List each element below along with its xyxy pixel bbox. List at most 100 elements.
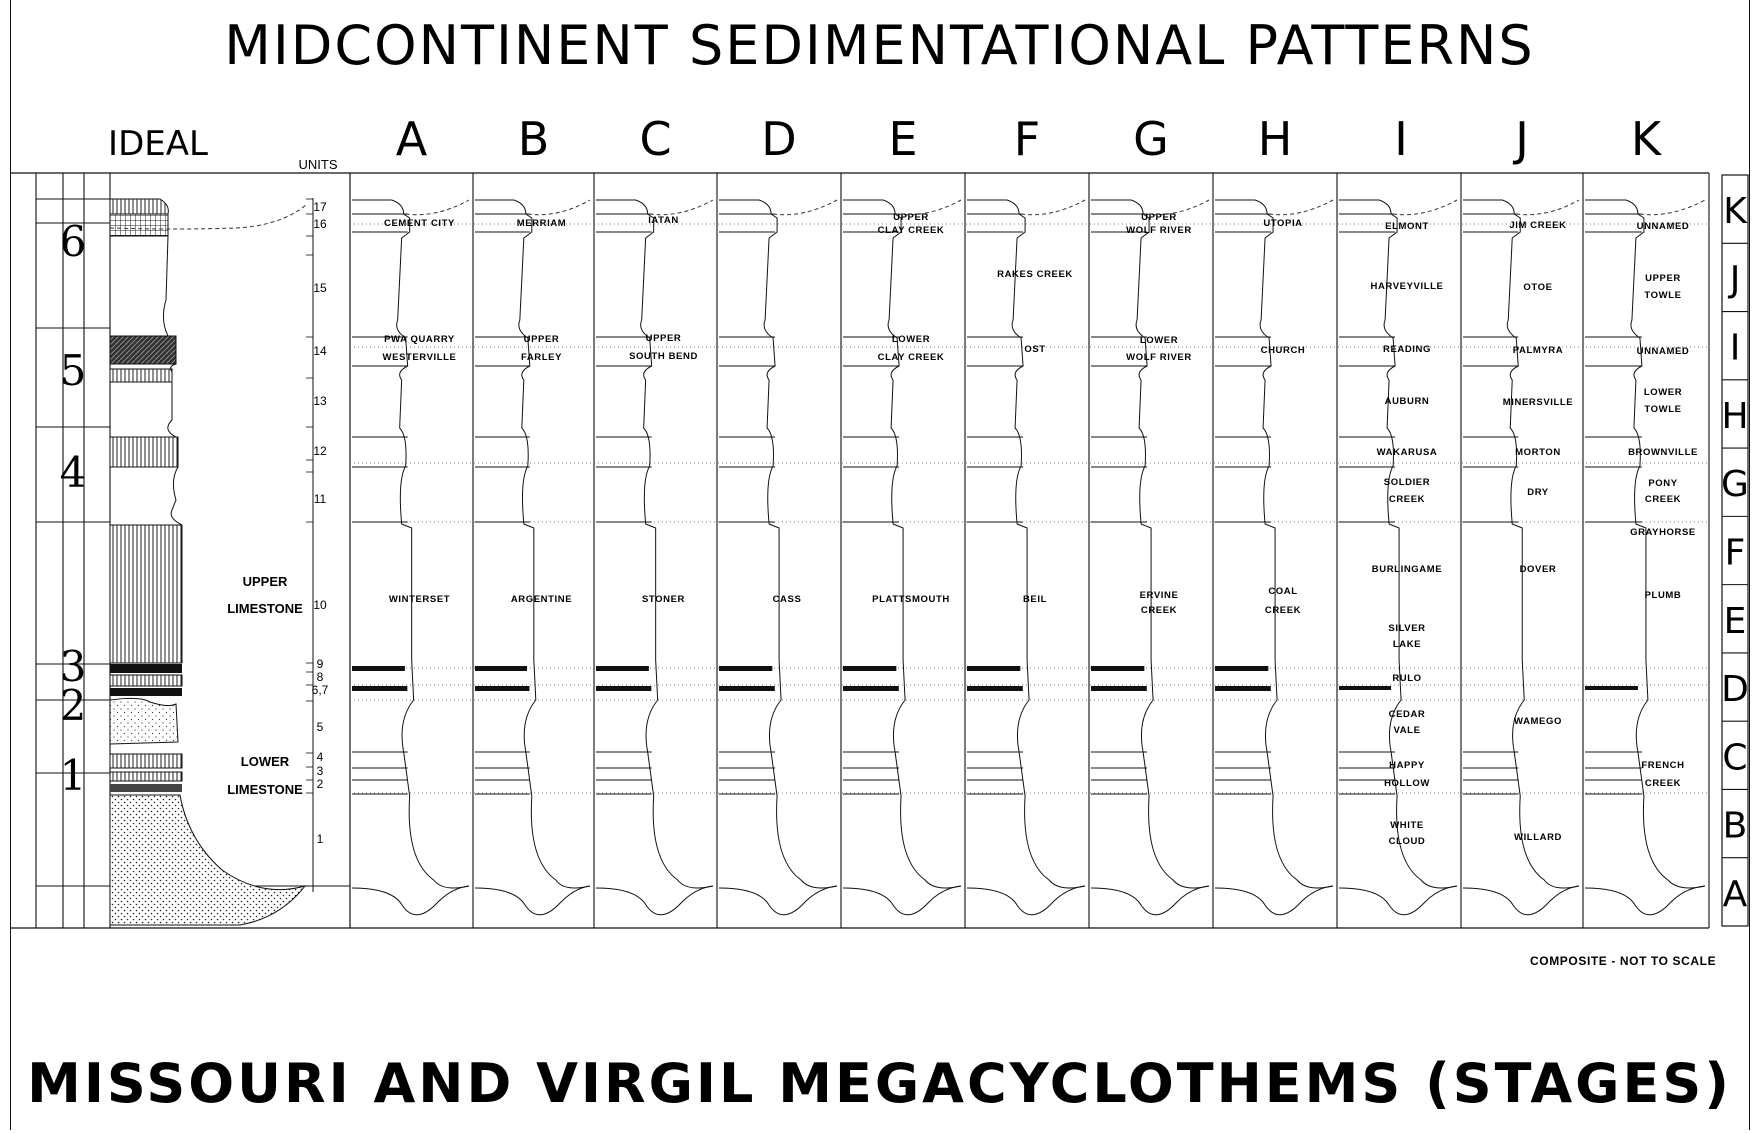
top-connector-E <box>897 199 962 216</box>
formation-label-K-4: LOWER <box>1644 387 1682 398</box>
column-profile-H <box>1215 199 1334 889</box>
formation-label-J-6: DOVER <box>1520 564 1557 575</box>
shale-band-lower-F <box>967 686 1023 691</box>
basal-curve-C <box>595 885 714 916</box>
formation-label-H-1: CHURCH <box>1261 345 1306 356</box>
ideal-unit-1 <box>109 794 307 926</box>
unit-number-9: 9 <box>317 657 324 671</box>
formation-label-E-3: CLAY CREEK <box>878 352 945 363</box>
stage-letter-G: G <box>1721 464 1749 505</box>
formation-label-K-6: BROWNVILLE <box>1628 447 1698 458</box>
composite-note: COMPOSITE - NOT TO SCALE <box>1530 954 1717 968</box>
formation-label-J-2: PALMYRA <box>1513 345 1563 356</box>
chart-title: MIDCONTINENT SEDIMENTATIONAL PATTERNS <box>224 14 1535 77</box>
stage-letter-H: H <box>1721 396 1748 437</box>
formation-label-E-1: CLAY CREEK <box>878 225 945 236</box>
formation-label-G-5: CREEK <box>1141 605 1177 616</box>
unit-number-8: 8 <box>317 670 324 684</box>
column-letter-I: I <box>1394 112 1408 166</box>
ideal-unit-5 <box>109 697 179 745</box>
shale-band-lower-G <box>1091 686 1147 691</box>
basal-curve-B <box>474 885 591 916</box>
column-letter-H: H <box>1258 112 1293 166</box>
ideal-unit-8 <box>109 674 183 687</box>
ideal-unit-3 <box>109 771 183 782</box>
column-profile-D <box>719 199 838 889</box>
basal-curve-J <box>1462 885 1580 916</box>
shale-band-upper-C <box>596 666 649 671</box>
cycle-number-5: 5 <box>60 346 87 395</box>
formation-label-B-0: MERRIAM <box>517 218 567 229</box>
formation-label-J-0: JIM CREEK <box>1509 220 1566 231</box>
formation-label-G-3: WOLF RIVER <box>1126 352 1192 363</box>
column-letter-F: F <box>1014 112 1040 166</box>
formation-label-K-1: UPPER <box>1645 273 1681 284</box>
stage-letter-I: I <box>1730 328 1741 369</box>
basal-curve-G <box>1090 885 1210 916</box>
formation-label-E-4: PLATTSMOUTH <box>872 594 950 605</box>
unit-number-13: 13 <box>313 394 327 408</box>
formation-label-H-3: CREEK <box>1265 605 1301 616</box>
formation-label-C-2: SOUTH BEND <box>629 351 698 362</box>
top-connector-K <box>1639 199 1706 216</box>
stage-letter-J: J <box>1728 259 1741 300</box>
formation-label-I-5: SOLDIER <box>1384 477 1430 488</box>
shale-band-lower-D <box>719 686 775 691</box>
shale-band-upper-G <box>1091 666 1145 671</box>
stage-letter-B: B <box>1723 806 1748 847</box>
formation-label-I-6: CREEK <box>1389 494 1425 505</box>
column-letter-K: K <box>1631 112 1663 166</box>
ideal-unit-9 <box>110 664 182 673</box>
ideal-unit-10 <box>109 524 183 664</box>
formation-label-A-2: WESTERVILLE <box>383 352 457 363</box>
formation-label-K-9: GRAYHORSE <box>1630 527 1696 538</box>
formation-label-I-0: ELMONT <box>1385 221 1429 232</box>
upper-limestone-label-1: UPPER <box>243 574 288 589</box>
formation-label-J-8: WILLARD <box>1514 832 1562 843</box>
formation-label-J-3: MINERSVILLE <box>1503 397 1573 408</box>
top-connector-G <box>1145 199 1210 216</box>
cycle-number-2: 2 <box>60 681 87 730</box>
column-letter-A: A <box>396 112 428 166</box>
stage-letter-F: F <box>1725 533 1746 574</box>
column-profile-J <box>1463 199 1580 889</box>
formation-label-K-12: CREEK <box>1645 778 1681 789</box>
basal-curve-A <box>351 885 470 916</box>
formation-label-B-3: ARGENTINE <box>511 594 572 605</box>
basal-curve-I <box>1338 885 1458 916</box>
stage-letter-D: D <box>1721 669 1749 710</box>
cycle-number-1: 1 <box>60 751 87 800</box>
unit-number-17: 17 <box>313 200 327 214</box>
ideal-unit-14 <box>109 335 177 365</box>
column-letter-D: D <box>761 112 796 166</box>
ideal-unit-6-7 <box>110 688 182 696</box>
unit-number-15: 15 <box>313 281 327 295</box>
column-profile-I <box>1339 199 1458 889</box>
formation-label-J-7: WAMEGO <box>1514 716 1562 727</box>
top-connector-J <box>1516 199 1580 216</box>
formation-label-I-9: LAKE <box>1393 639 1421 650</box>
formation-label-G-0: UPPER <box>1141 212 1177 223</box>
ideal-profile <box>162 235 183 526</box>
ideal-unit-17 <box>109 198 169 215</box>
ideal-unit-2 <box>110 784 182 792</box>
formation-label-I-2: READING <box>1383 344 1431 355</box>
upper-limestone-label-2: LIMESTONE <box>227 601 303 616</box>
formation-label-D-0: CASS <box>773 594 802 605</box>
bottom-title: MISSOURI AND VIRGIL MEGACYCLOTHEMS (STAG… <box>27 1052 1732 1115</box>
ideal-unit-4 <box>109 753 183 769</box>
formation-label-I-16: CLOUD <box>1389 836 1426 847</box>
top-connector-C <box>649 199 714 216</box>
unit-number-14: 14 <box>313 344 327 358</box>
basal-curve-D <box>718 885 838 916</box>
formation-label-H-2: COAL <box>1268 586 1297 597</box>
column-profile-F <box>967 199 1086 889</box>
top-connector-H <box>1269 199 1334 216</box>
top-connector-B <box>527 199 591 216</box>
formation-label-G-2: LOWER <box>1140 335 1178 346</box>
formation-label-K-2: TOWLE <box>1644 290 1681 301</box>
shale-band-upper-H <box>1215 666 1269 671</box>
unit-number-5: 5 <box>317 720 324 734</box>
cycle-number-6: 6 <box>60 217 87 266</box>
column-profile-G <box>1091 199 1210 889</box>
